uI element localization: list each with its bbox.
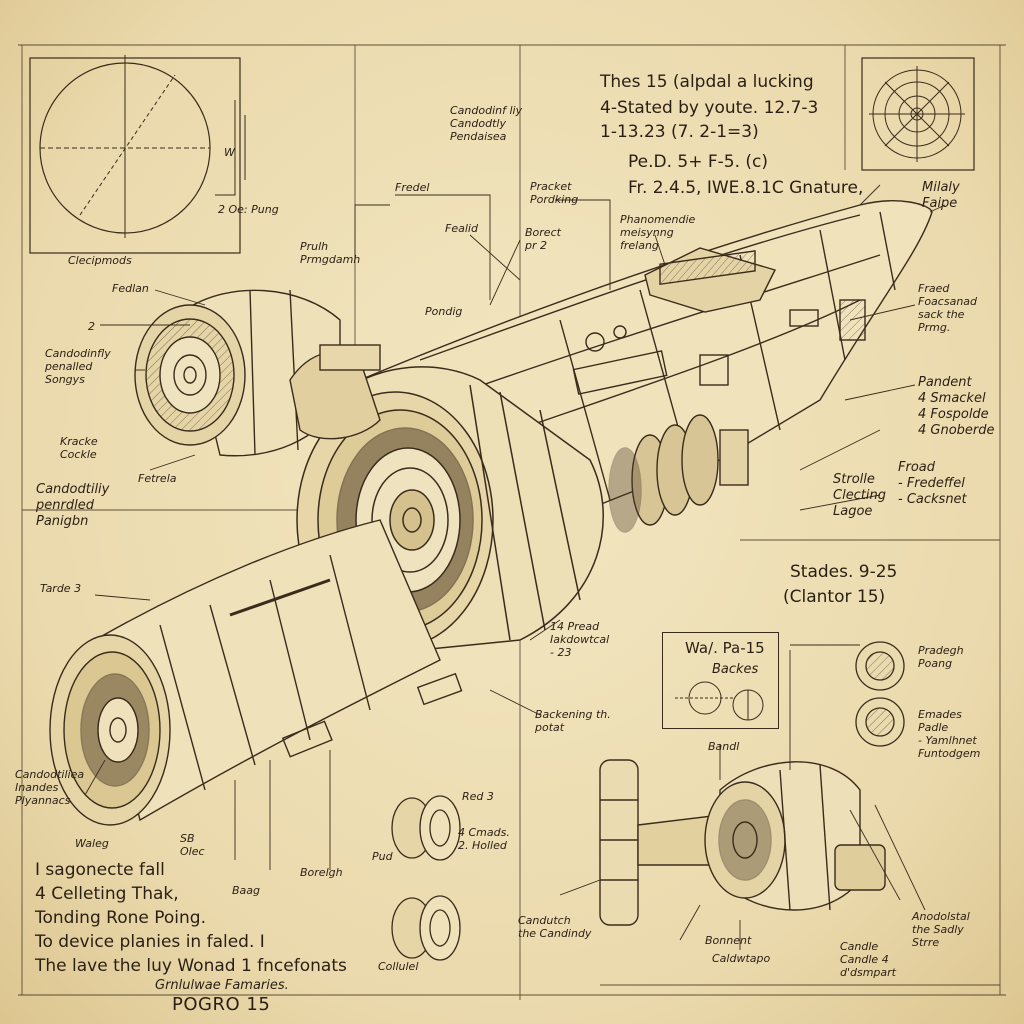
callout-cand-bot: Candodtiliea Inandes Plyannacs: [15, 768, 85, 807]
inset-box: [662, 632, 779, 729]
callout-ind: Pud: [372, 850, 393, 863]
callout-prad-rpc: Pradegh Poang: [918, 644, 964, 670]
callout-anodol: Anodolstal the Sadly Strre: [912, 910, 970, 949]
callout-fredel: Fredel: [395, 181, 430, 194]
callout-fraed: Fraed Foacsanad sack the Prmg.: [918, 282, 978, 334]
callout-emades: Emades Padle - Yamlhnet Funtodgem: [918, 708, 981, 760]
callout-milalty: Milaly Faipe: [922, 180, 960, 211]
callout-circle-mark: 2 Oe: Pung: [218, 203, 279, 216]
callout-fedlan: Fedlan: [112, 282, 149, 295]
callout-baag: Baag: [232, 884, 261, 897]
callout-strolle: Strolle Clecting Lagoe: [833, 472, 887, 519]
callout-borect: Borect pr 2: [525, 226, 561, 252]
header-note-line-2: 4-Stated by youte. 12.7-3: [600, 98, 819, 118]
callout-cond-2: Candodinfly penalled Songys: [45, 347, 111, 386]
callout-pondig: Pondig: [425, 305, 463, 318]
clantor-note: (Clantor 15): [783, 587, 886, 607]
header-note-line-5: Fr. 2.4.5, IWE.8.1C Gnature,: [628, 178, 864, 198]
detail-parts: [391, 641, 905, 961]
callout-candle: Candle Candle 4 d'dsmpart: [840, 940, 896, 979]
callout-phanom: Phanomendie meisynng frelang: [620, 213, 696, 252]
callout-pread: 14 Pread Iakdowtcal - 23: [550, 620, 610, 659]
drawing-signature: POGRO 15: [172, 994, 271, 1015]
coupling-rings: [608, 414, 719, 533]
inset-box-diagram: [675, 681, 764, 721]
callout-two: 2: [88, 320, 95, 333]
callout-waleg: Waleg: [75, 837, 109, 850]
callout-borelgh: Borelgh: [300, 866, 343, 879]
callout-tarde: Tarde 3: [40, 582, 82, 595]
callout-bandl: Bandl: [708, 740, 740, 753]
circle-diagram: [29, 55, 246, 254]
callout-pandent: Pandent 4 Smackel 4 Fospolde 4 Gnoberde: [918, 375, 995, 438]
compass-rose: [861, 57, 975, 171]
callout-cond-3: Candodtiliy penrdled Panigbn: [36, 482, 110, 529]
bottom-note-line-6: Grnlulwae Famaries.: [155, 978, 289, 993]
upper-pod-engine: [134, 289, 381, 457]
callout-sbolc: SB Olec: [180, 832, 205, 858]
stades-note: Stades. 9-25: [790, 562, 898, 582]
bottom-note-line-2: 4 Celleting Thak,: [35, 884, 179, 904]
lower-right-pod-assembly: [599, 759, 886, 926]
callout-circle-caption: Clecipmods: [68, 254, 132, 267]
header-note-line-1: Thes 15 (alpdal a lucking: [600, 72, 814, 92]
bottom-note-line-5: The lave the luy Wonad 1 fncefonats: [35, 956, 347, 976]
inset-title: Wa/. Pa-15: [685, 639, 765, 657]
lower-barrel-engine: [49, 519, 463, 826]
bottom-note-line-4: To device planies in faled. I: [35, 932, 265, 952]
callout-red3: Red 3: [462, 790, 494, 803]
callout-candutch: Candutch the Candindy: [518, 914, 592, 940]
header-note-line-4: Pe.D. 5+ F-5. (c): [628, 152, 769, 172]
callout-coaldd: Caldwtapo: [712, 952, 771, 965]
callout-circle-w: W: [224, 146, 235, 159]
callout-kracke: Kracke Cockle: [60, 435, 98, 461]
callout-froad: Froad - Fredeffel - Cacksnet: [898, 460, 967, 507]
callout-cond-1: Candodinf liy Candodtly Pendaisea: [450, 104, 523, 143]
callout-prulh: Prulh Prmgdamh: [300, 240, 361, 266]
callout-fealid: Fealid: [445, 222, 478, 235]
callout-cmads: 4 Cmads. 2. Holled: [458, 826, 510, 852]
callout-bonnent: Bonnent: [705, 934, 752, 947]
callout-pracket: Pracket Pordking: [530, 180, 579, 206]
callout-fetrela: Fetrela: [138, 472, 177, 485]
callout-backen: Backening th. potat: [535, 708, 611, 734]
callout-collulel: Collulel: [378, 960, 419, 973]
bottom-note-line-1: I sagonecte fall: [35, 860, 165, 880]
bottom-note-line-3: Tonding Rone Poing.: [35, 908, 206, 928]
inset-subtitle: Backes: [712, 662, 759, 677]
header-note-line-3: 1-13.23 (7. 2-1=3): [600, 122, 759, 142]
leader-lines: [84, 184, 946, 950]
